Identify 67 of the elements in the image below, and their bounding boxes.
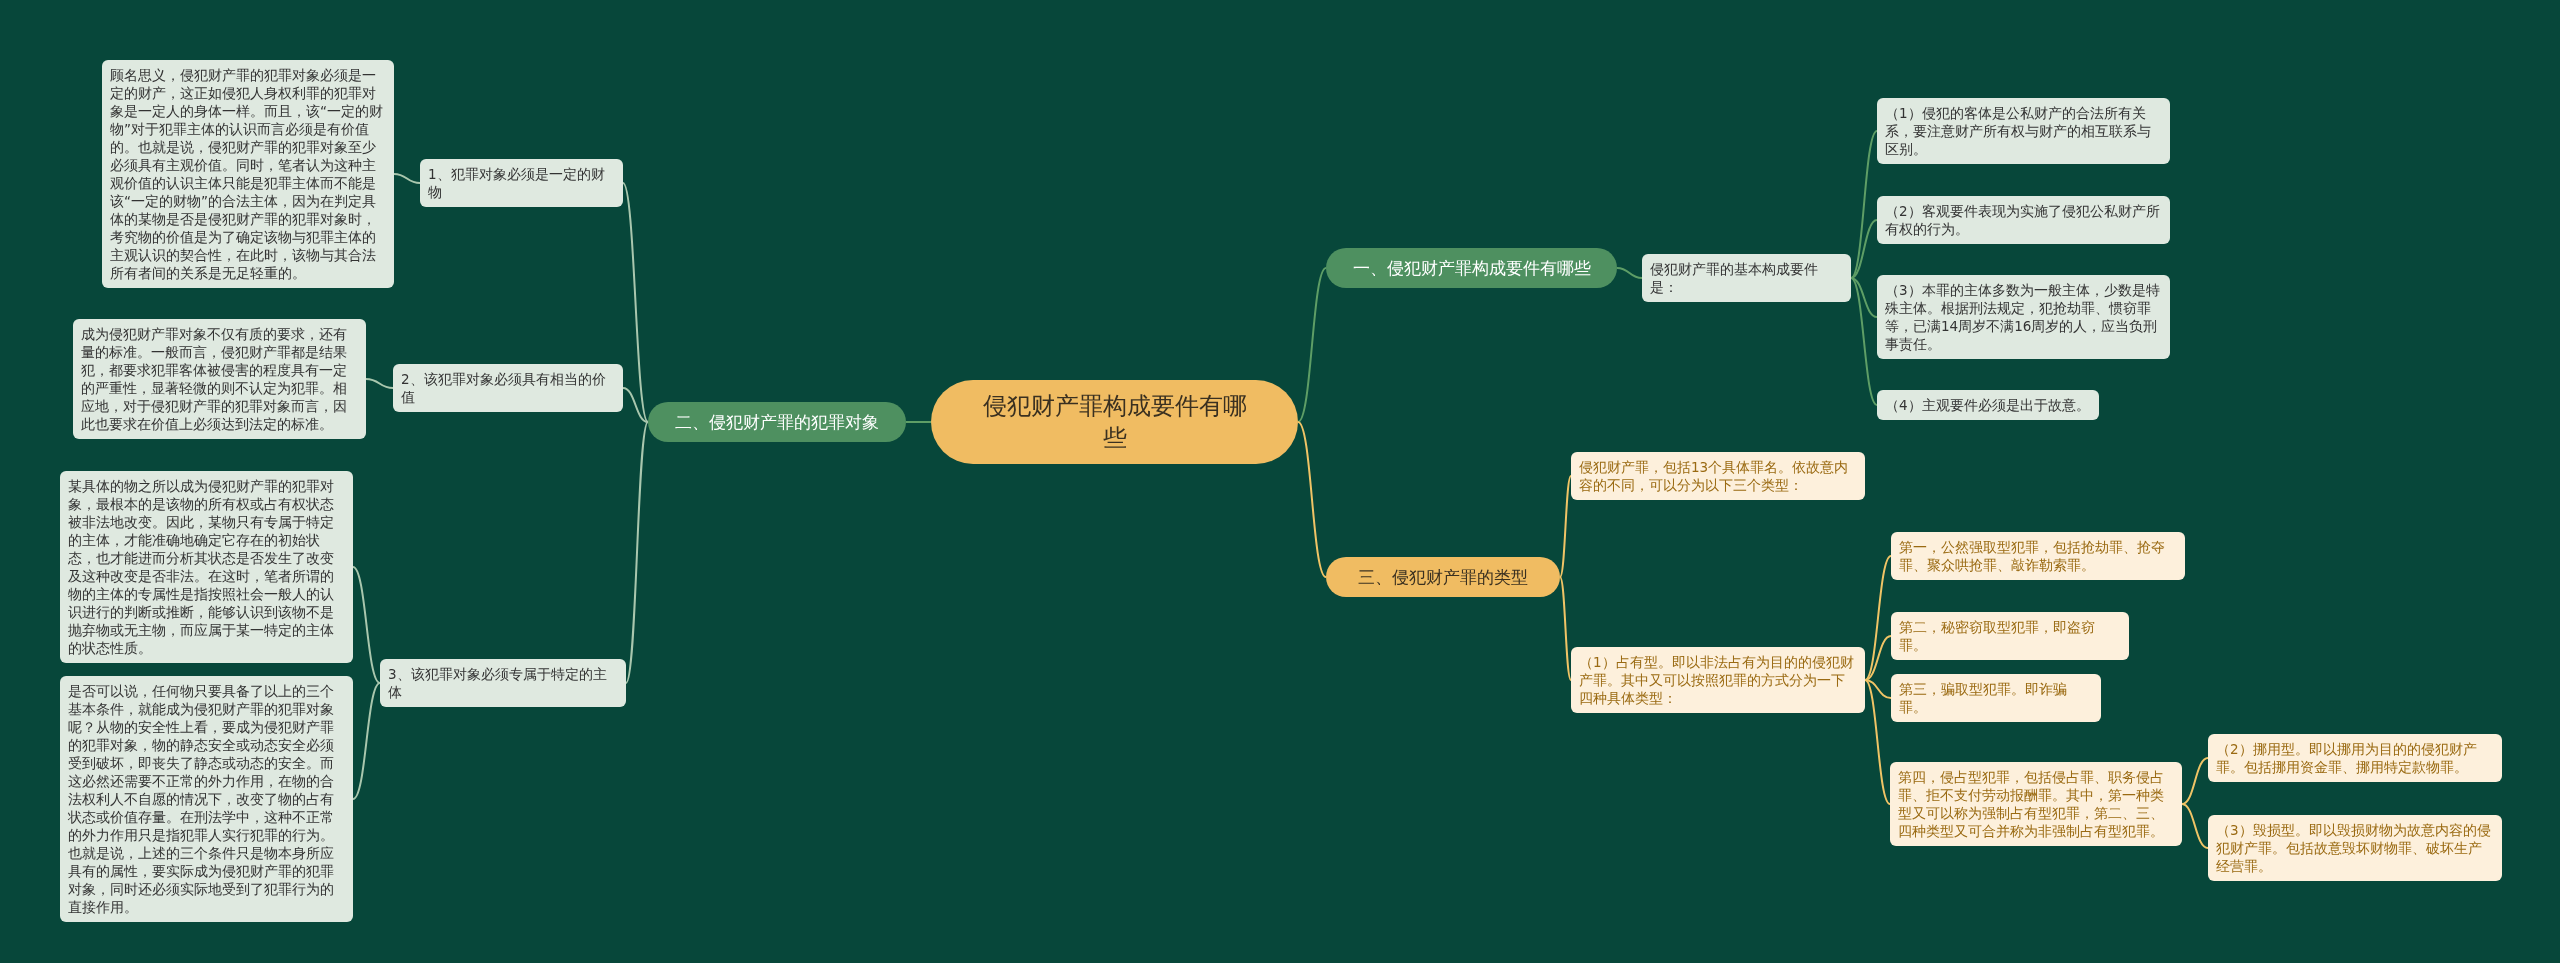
topic-card [73,319,366,439]
topic-text: 侵犯财产罪，包括13个具体罪名。依故意内容的不同，可以分为以下三个类型： [1579,458,1850,494]
topic-text: （3）毁损型。即以毁损财物为故意内容的侵犯财产罪。包括故意毁坏财物罪、破坏生产经营罪。 [2216,821,2492,875]
topic-text: 成为侵犯财产罪对象不仅有质的要求，还有量的标准。一般而言，侵犯财产罪都是结果犯，都要求犯罪客体被侵害的程度具有一定的严重性，显著轻微的则不认定为犯罪。相应地，对于侵犯财产罪的犯罪对象而言，因此也要求在价值上必须达到法定的标准。 [81,325,348,433]
connector-line [2181,757,2209,805]
topic-text: （2）客观要件表现为实施了侵犯公私财产所有权的行为。 [1885,202,2161,238]
topic-text: （1）侵犯的客体是公私财产的合法所有关系，要注意财产所有权与财产的相互联系与区别。 [1885,104,2152,158]
connector-line [1864,679,1892,699]
topic-text: 第二，秘密窃取型犯罪，即盗窃罪。 [1899,618,2096,654]
branch-topic [648,402,906,442]
topic-text: （4）主观要件必须是出于故意。 [1885,396,2091,414]
connector-line [352,682,381,800]
connector-line [1297,421,1327,578]
topic-card [1571,452,1865,500]
topic-text: 某具体的物之所以成为侵犯财产罪的犯罪对象，最根本的是该物的所有权或占有权状态被非法地改变。因此，某物只有专属于特定的主体，才能准确地确定它存在的初始状态，也才能进而分析其状态是否发生了改变及这种改变是否非法。在这时，笔者所谓的物的主体的专属性是指按照社会一般人的认识进行的判断或推断，能够认识到该物不是抛弃物或无主物，而应属于某一特定的主体的状态性质。 [68,477,335,657]
topic-text: 侵犯财产罪构成要件有哪些 [981,391,1248,454]
connector-line [2181,803,2209,849]
topic-card [1890,762,2182,846]
connector-line [622,182,649,423]
connector-line [1864,679,1891,805]
topic-text: 第三，骗取型犯罪。即诈骗罪。 [1899,680,2068,716]
topic-text: 三、侵犯财产罪的类型 [1357,566,1529,589]
topic-card [2208,734,2502,782]
connector-line [1559,475,1572,578]
topic-text: （2）挪用型。即以挪用为目的的侵犯财产罪。包括挪用资金罪、挪用特定款物罪。 [2216,740,2478,776]
topic-card [393,364,623,412]
topic-card [1571,647,1865,713]
topic-card [1877,98,2170,164]
connector-line [1850,277,1878,406]
topic-card [420,159,623,207]
connector-line [625,421,649,684]
topic-text: （1）占有型。即以非法占有为目的的侵犯财产罪。其中又可以按照犯罪的方式分为一下四种具体类型： [1579,653,1855,707]
connector-line [1864,635,1892,681]
topic-card [1877,196,2170,244]
topic-text: 侵犯财产罪的基本构成要件是： [1650,260,1819,296]
topic-card [1891,532,2185,580]
topic-text: 是否可以说，任何物只要具备了以上的三个基本条件，就能成为侵犯财产罪的犯罪对象呢？从物的安全性上看，要成为侵犯财产罪的犯罪对象，物的静态安全或动态安全必须受到破坏，即丧失了静态或动态的安全。而这必然还需要不正常的外力作用，在物的合法权利人不自愿的情况下，改变了物的占有状态或价值存量。在刑法学中，这种不正常的外力作用只是指犯罪人实行犯罪的行为。也就是说，上述的三个条件只是物本身所应具有的属性，要实际成为侵犯财产罪的犯罪对象，同时还必须实际地受到了犯罪行为的直接作用。 [68,682,335,916]
topic-card [2208,815,2502,881]
connector-line [365,378,394,389]
topic-card [1891,674,2101,722]
topic-card [1891,612,2129,660]
topic-text: 1、犯罪对象必须是一定的财物 [428,165,606,201]
connector-line [1850,130,1878,279]
topic-card [1877,275,2170,359]
connector-line [1297,267,1327,423]
topic-card [380,659,626,707]
connector-line [622,387,649,423]
connector-line [1559,576,1572,681]
topic-text: 2、该犯罪对象必须具有相当的价值 [401,370,607,406]
connector-line [1616,267,1643,279]
topic-text: 第四，侵占型犯罪，包括侵占罪、职务侵占罪、拒不支付劳动报酬罪。其中，第一种类型又可以称为强制占有型犯罪，第二、三、四种类型又可合并称为非强制占有型犯罪。 [1898,768,2165,840]
topic-card [1877,390,2099,420]
topic-text: 二、侵犯财产罪的犯罪对象 [674,411,880,434]
topic-card [1642,254,1851,302]
topic-text: （3）本罪的主体多数为一般主体，少数是特殊主体。根据刑法规定，犯抢劫罪、惯窃罪等，已满14周岁不满16周岁的人，应当负刑事责任。 [1885,281,2161,353]
connector-line [393,173,421,184]
topic-text: 第一，公然强取型犯罪，包括抢劫罪、抢夺罪、聚众哄抢罪、敲诈勒索罪。 [1899,538,2166,574]
branch-topic [1326,557,1560,597]
connector-line [1864,555,1892,681]
branch-topic [1326,248,1617,288]
connector-line [1850,219,1878,279]
connector-line [1850,277,1878,318]
connector-line [905,421,932,423]
topic-text: 3、该犯罪对象必须专属于特定的主体 [388,665,608,701]
topic-text: 顾名思义，侵犯财产罪的犯罪对象必须是一定的财产，这正如侵犯人身权利罪的犯罪对象是一定人的身体一样。而且，该“一定的财物”对于犯罪主体的认识而言必须是有价值的。也就是说，侵犯财产罪的犯罪对象至少必须具有主观价值。同时，笔者认为这种主观价值的认识主体只能是犯罪主体而不能是该“一定的财物”的合法主体，因为在判定具体的某物是否是侵犯财产罪的犯罪对象时，考究物的价值是为了确定该物与犯罪主体的主观认识的契合性，在此时，该物与其合法所有者间的关系是无足轻重的。 [110,66,384,282]
topic-text: 一、侵犯财产罪构成要件有哪些 [1351,257,1592,280]
connector-line [352,566,381,684]
